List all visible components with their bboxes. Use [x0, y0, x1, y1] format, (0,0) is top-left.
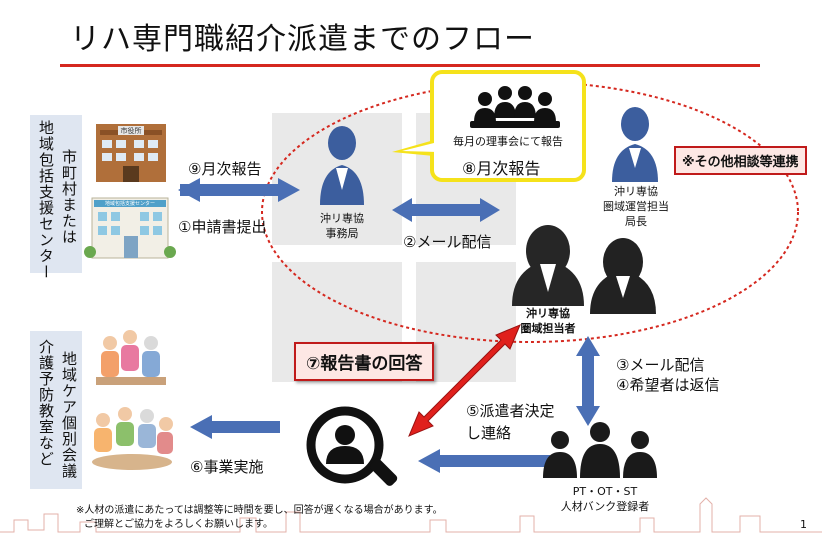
director-label-line2: 圏域運営担当: [603, 200, 669, 213]
area-staff-label: 沖リ専協 圏域担当者: [512, 306, 584, 336]
building-icon: [84, 197, 176, 259]
search-person-icon: [306, 406, 398, 486]
label-application-1: ①申請書提出: [178, 218, 267, 236]
person-icon: [320, 126, 364, 205]
group-icon: [543, 422, 657, 478]
page-number: 1: [800, 518, 807, 531]
area-staff-label-line2: 圏域担当者: [520, 322, 576, 335]
skyline-decoration: [0, 497, 822, 533]
red-report-arrow: [408, 324, 521, 437]
community-care-label-line1: 地域ケア個別会議: [60, 351, 78, 479]
director-label: 沖リ専協 圏域運営担当 局長: [596, 184, 676, 229]
elderly-group-icon: [92, 330, 173, 470]
label-dispatch-5-line2: し連絡: [466, 424, 512, 442]
label-implementation-6: ⑥事業実施: [190, 458, 264, 476]
label-mail-3: ③メール配信: [616, 356, 705, 374]
community-care-label-line2: 介護予防教室など: [37, 339, 55, 467]
page-title: リハ専門職紹介派遣までのフロー: [70, 22, 535, 57]
arrow-mail-secretariat-director: [392, 198, 500, 222]
building-icon: [96, 124, 166, 182]
title-divider: [60, 64, 760, 67]
person-icon: [590, 238, 656, 314]
municipality-box: 市町村または 地域包括支援センター: [30, 115, 82, 280]
person-icon: [512, 225, 584, 306]
community-care-box: 地域ケア個別会議 介護予防教室など: [30, 331, 82, 489]
meeting-group-icon: [470, 86, 560, 128]
pt-label-line1: PT・OT・ST: [572, 485, 638, 498]
arrow-pt-to-search: [418, 449, 550, 473]
callout-caption: 毎月の理事会にて報告: [453, 135, 563, 148]
pt-label-line2: 人材バンク登録者: [560, 500, 650, 513]
person-icon: [612, 107, 658, 182]
secretariat-label-line1: 沖リ専協: [320, 212, 364, 225]
label-monthly-report-8: ⑧月次報告: [462, 159, 541, 178]
arrow-area-to-pt: [576, 336, 600, 426]
label-reply-4: ④希望者は返信: [616, 376, 720, 394]
center-sign: 地域包括支援センター: [104, 201, 155, 207]
director-label-line1: 沖リ専協: [614, 185, 658, 198]
label-dispatch-5: ⑤派遣者決定 し連絡: [466, 400, 554, 444]
secretariat-label: 沖リ専協 事務局: [312, 211, 372, 241]
footer-note: ※人材の派遣にあたっては調整等に時間を要し、回答が遅くなる場合があります。 ご理…: [76, 504, 443, 532]
committee-ellipse: [261, 81, 799, 343]
area-staff-label-line1: 沖リ専協: [526, 307, 570, 320]
city-hall-sign: 市役所: [120, 127, 142, 135]
label-dispatch-5-line1: ⑤派遣者決定: [466, 402, 555, 420]
footer-note-line2: ご理解とご協力をよろしくお願いします。: [84, 519, 273, 530]
report-answer-box: ⑦報告書の回答: [294, 342, 435, 381]
secretariat-label-line2: 事務局: [325, 227, 359, 240]
municipality-label-line1: 市町村または: [60, 149, 78, 245]
pt-label: PT・OT・ST 人材バンク登録者: [560, 484, 650, 514]
director-label-line3: 局長: [625, 215, 647, 228]
label-monthly-report-9: ⑨月次報告: [188, 160, 262, 178]
municipality-label-line2: 地域包括支援センター: [37, 120, 55, 280]
footer-note-line1: ※人材の派遣にあたっては調整等に時間を要し、回答が遅くなる場合があります。: [76, 505, 443, 516]
label-mail-2: ②メール配信: [403, 233, 492, 251]
other-consult-badge: ※その他相談等連携: [674, 146, 807, 175]
arrow-search-to-community: [190, 415, 280, 439]
arrow-application-to-secretariat: [180, 178, 300, 202]
